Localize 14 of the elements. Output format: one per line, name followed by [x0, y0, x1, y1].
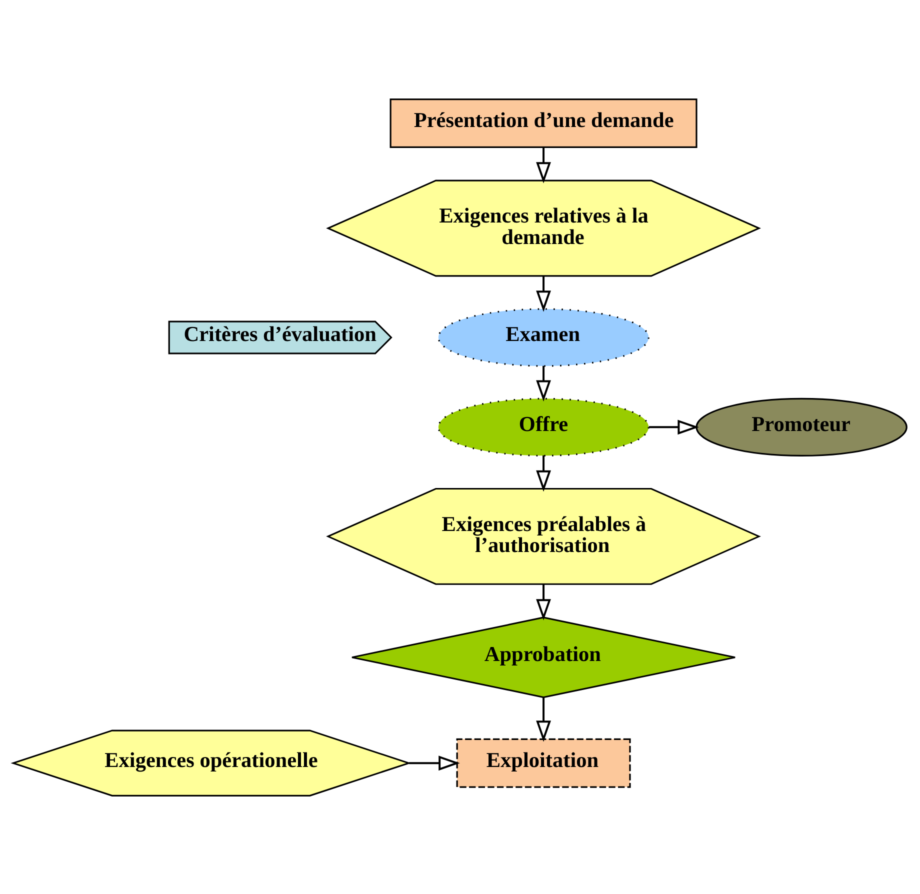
- arrow: [536, 365, 551, 402]
- arrow: [536, 584, 551, 620]
- arrow: [409, 755, 460, 770]
- node-ellipse: Offre: [438, 397, 650, 456]
- node-ellipse: Promoteur: [696, 397, 908, 456]
- node-ellipse: Examen: [438, 308, 650, 366]
- arrow: [536, 697, 551, 742]
- arrow: [536, 146, 551, 183]
- node-box: Exploitation: [456, 738, 631, 788]
- arrow: [536, 454, 551, 492]
- node-diamond: Approbation: [351, 616, 736, 698]
- arrow: [536, 276, 551, 312]
- node-box: Présentation d’une demande: [390, 98, 698, 148]
- arrow: [648, 419, 699, 434]
